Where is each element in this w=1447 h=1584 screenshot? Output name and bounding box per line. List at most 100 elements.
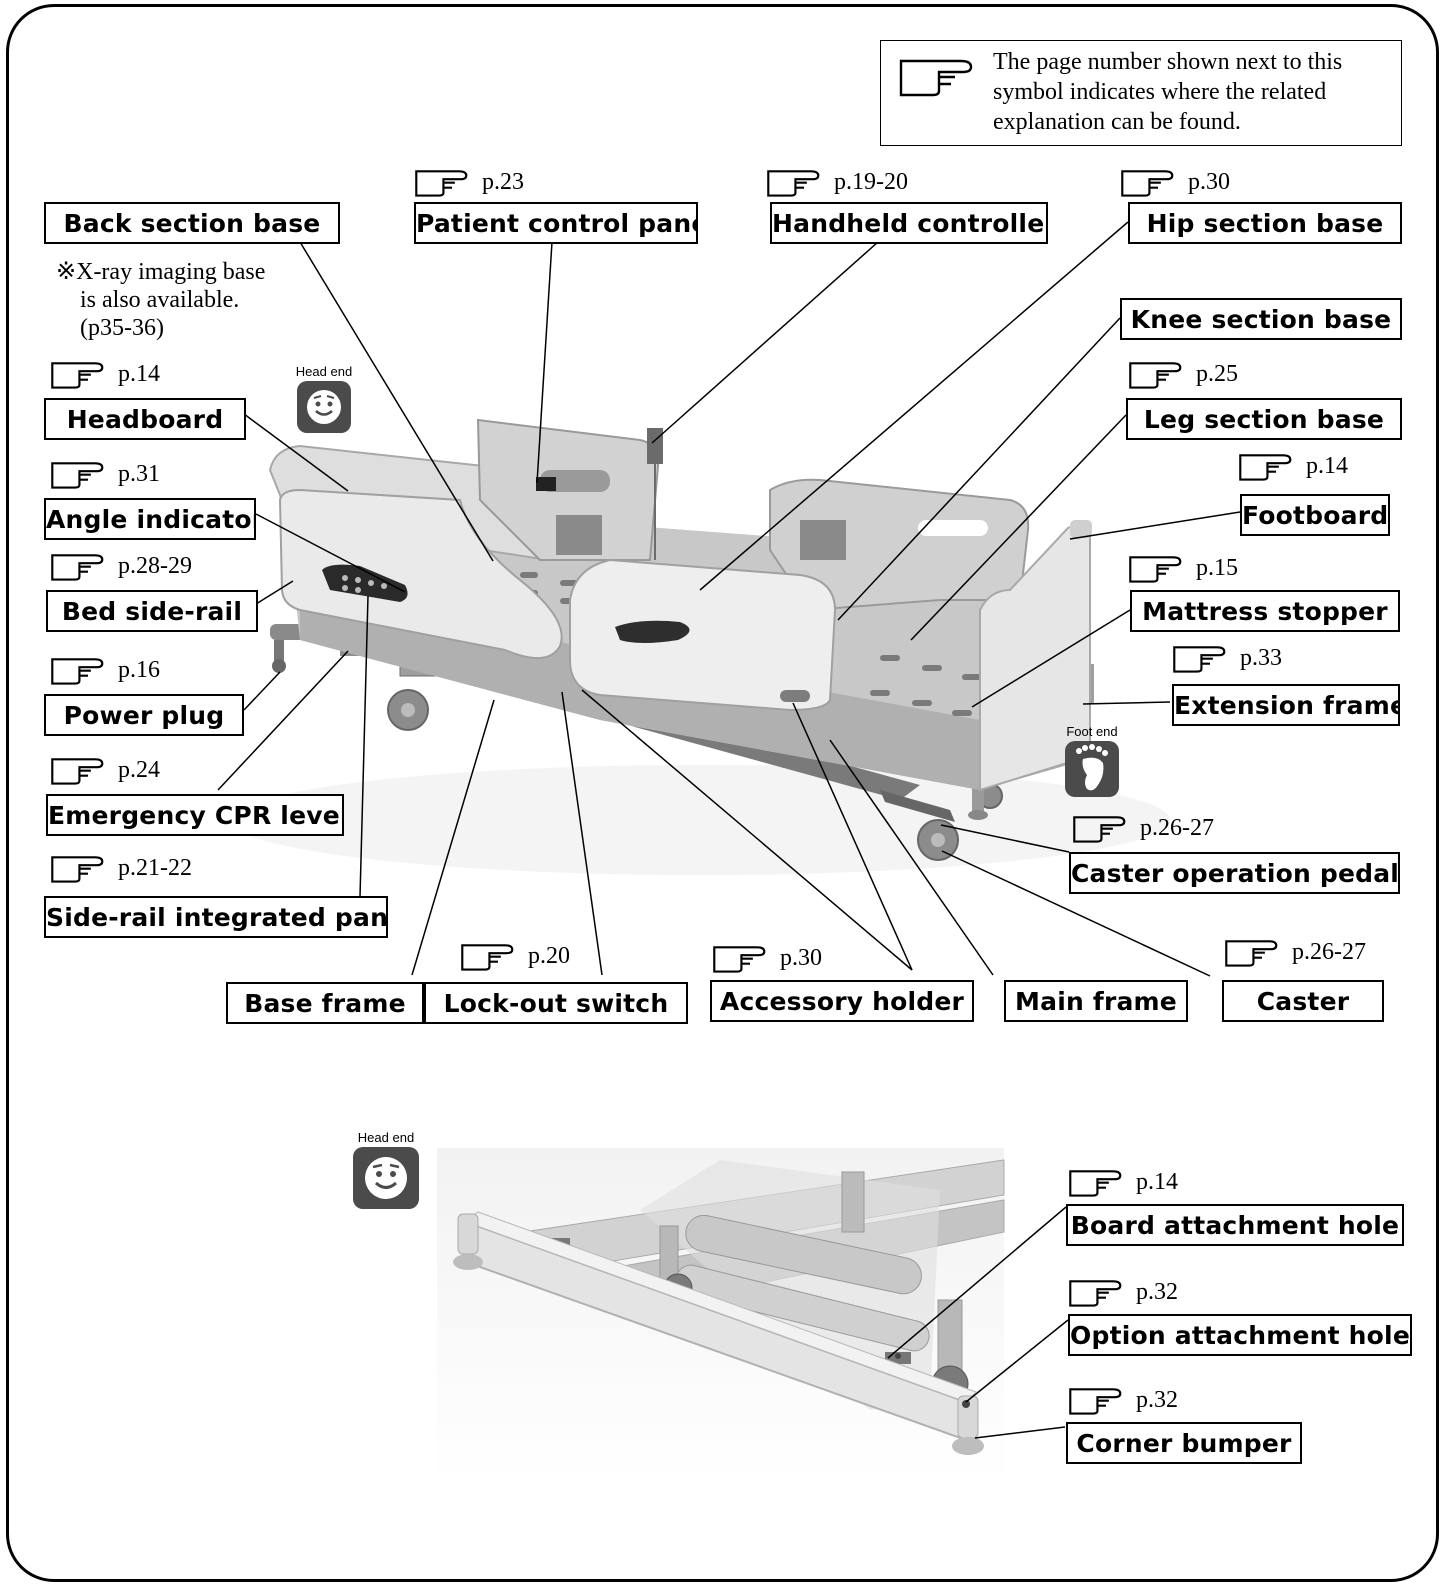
ref-power-plug: p.16 bbox=[48, 654, 160, 686]
ref-page: p.24 bbox=[118, 756, 160, 783]
pointing-hand-icon bbox=[1073, 816, 1126, 843]
ref-footboard: p.14 bbox=[1236, 450, 1348, 482]
ref-handheld-controller: p.19-20 bbox=[764, 166, 908, 198]
ref-page: p.30 bbox=[1188, 168, 1230, 195]
label-power-plug: Power plug bbox=[44, 694, 244, 736]
label-main-frame: Main frame bbox=[1004, 980, 1188, 1022]
pointing-hand-icon bbox=[51, 658, 104, 685]
leader-lines bbox=[217, 221, 1241, 1439]
ref-page: p.26-27 bbox=[1292, 938, 1366, 965]
base-frame-detail-drawing bbox=[437, 1148, 1005, 1483]
pointing-hand-icon bbox=[51, 554, 104, 581]
label-option-attachment-hole: Option attachment hole bbox=[1068, 1314, 1412, 1356]
ref-caster: p.26-27 bbox=[1222, 936, 1366, 968]
ref-mattress-stopper: p.15 bbox=[1126, 552, 1238, 584]
pointing-hand-icon bbox=[1121, 170, 1174, 197]
label-footboard: Footboard bbox=[1240, 494, 1390, 536]
ref-page: p.25 bbox=[1196, 360, 1238, 387]
ref-page: p.14 bbox=[1136, 1168, 1178, 1195]
label-hip-section-base: Hip section base bbox=[1128, 202, 1402, 244]
label-leg-section-base: Leg section base bbox=[1126, 398, 1402, 440]
pointing-hand-icon bbox=[713, 946, 766, 973]
ref-angle-indicator: p.31 bbox=[48, 458, 160, 490]
ref-side-rail-integrated-panel: p.21-22 bbox=[48, 852, 192, 884]
pointing-hand-icon bbox=[1129, 362, 1182, 389]
xray-base-note: ※X-ray imaging base is also available. (… bbox=[56, 258, 265, 342]
ref-page: p.15 bbox=[1196, 554, 1238, 581]
head-end-label: Head end bbox=[295, 364, 353, 379]
ref-page: p.23 bbox=[482, 168, 524, 195]
ref-board-attachment-hole: p.14 bbox=[1066, 1166, 1178, 1198]
pointing-hand-icon bbox=[415, 170, 468, 197]
pointing-hand-icon bbox=[51, 362, 104, 389]
pointing-hand-icon bbox=[1129, 556, 1182, 583]
ref-page: p.19-20 bbox=[834, 168, 908, 195]
reference-note: The page number shown next to this symbo… bbox=[880, 40, 1402, 146]
pointing-hand-icon bbox=[51, 758, 104, 785]
ref-emergency-cpr-lever: p.24 bbox=[48, 754, 160, 786]
pointing-hand-icon bbox=[899, 59, 973, 97]
ref-page: p.20 bbox=[528, 942, 570, 969]
label-patient-control-panel: Patient control panel bbox=[414, 202, 698, 244]
ref-page: p.14 bbox=[1306, 452, 1348, 479]
pointing-hand-icon bbox=[461, 944, 514, 971]
ref-caster-operation-pedal: p.26-27 bbox=[1070, 812, 1214, 844]
ref-page: p.26-27 bbox=[1140, 814, 1214, 841]
label-handheld-controller: Handheld controller bbox=[770, 202, 1048, 244]
face-icon bbox=[307, 390, 341, 424]
pointing-hand-icon bbox=[1225, 940, 1278, 967]
ref-page: p.14 bbox=[118, 360, 160, 387]
label-extension-frame: Extension frame bbox=[1172, 684, 1400, 726]
label-corner-bumper: Corner bumper bbox=[1066, 1422, 1302, 1464]
label-knee-section-base: Knee section base bbox=[1120, 298, 1402, 340]
reference-note-text: The page number shown next to this symbo… bbox=[993, 49, 1343, 135]
ref-page: p.33 bbox=[1240, 644, 1282, 671]
ref-page: p.31 bbox=[118, 460, 160, 487]
label-side-rail-integrated-panel: Side-rail integrated panel bbox=[44, 896, 388, 938]
ref-bed-side-rail: p.28-29 bbox=[48, 550, 192, 582]
pointing-hand-icon bbox=[1239, 454, 1292, 481]
label-base-frame: Base frame bbox=[226, 982, 424, 1024]
ref-page: p.28-29 bbox=[118, 552, 192, 579]
label-lock-out-switch: Lock-out switch bbox=[424, 982, 688, 1024]
label-bed-side-rail: Bed side-rail bbox=[46, 590, 258, 632]
pointing-hand-icon bbox=[51, 462, 104, 489]
detail-head-end-marker: Head end bbox=[350, 1130, 422, 1209]
footprint-icon bbox=[1076, 744, 1108, 791]
face-icon bbox=[365, 1157, 407, 1199]
foot-end-marker: Foot end bbox=[1062, 724, 1122, 797]
label-board-attachment-hole: Board attachment hole bbox=[1066, 1204, 1404, 1246]
pointing-hand-icon bbox=[1069, 1388, 1122, 1415]
bed-drawing bbox=[230, 418, 1170, 875]
ref-page: p.16 bbox=[118, 656, 160, 683]
head-end-marker: Head end bbox=[294, 364, 354, 433]
ref-extension-frame: p.33 bbox=[1170, 642, 1282, 674]
pointing-hand-icon bbox=[1173, 646, 1226, 673]
ref-option-attachment-hole: p.32 bbox=[1066, 1276, 1178, 1308]
page-frame bbox=[6, 4, 1439, 1582]
ref-accessory-holder: p.30 bbox=[710, 942, 822, 974]
foot-end-label: Foot end bbox=[1066, 724, 1118, 739]
ref-headboard: p.14 bbox=[48, 358, 160, 390]
label-back-section-base: Back section base bbox=[44, 202, 340, 244]
ref-leg-section-base: p.25 bbox=[1126, 358, 1238, 390]
ref-page: p.32 bbox=[1136, 1386, 1178, 1413]
ref-page: p.30 bbox=[780, 944, 822, 971]
label-mattress-stopper: Mattress stopper bbox=[1130, 590, 1400, 632]
detail-head-end-label: Head end bbox=[357, 1130, 415, 1145]
label-caster-operation-pedal: Caster operation pedal bbox=[1069, 852, 1400, 894]
pointing-hand-icon bbox=[767, 170, 820, 197]
label-headboard: Headboard bbox=[44, 398, 246, 440]
ref-hip-section-base: p.30 bbox=[1118, 166, 1230, 198]
xray-note-line: (p35-36) bbox=[80, 315, 164, 341]
ref-page: p.21-22 bbox=[118, 854, 192, 881]
label-caster: Caster bbox=[1222, 980, 1384, 1022]
pointing-hand-icon bbox=[1069, 1170, 1122, 1197]
label-emergency-cpr-lever: Emergency CPR lever bbox=[46, 794, 344, 836]
ref-lock-out-switch: p.20 bbox=[458, 940, 570, 972]
ref-corner-bumper: p.32 bbox=[1066, 1384, 1178, 1416]
label-accessory-holder: Accessory holder bbox=[710, 980, 974, 1022]
pointing-hand-icon bbox=[1069, 1280, 1122, 1307]
ref-page: p.32 bbox=[1136, 1278, 1178, 1305]
